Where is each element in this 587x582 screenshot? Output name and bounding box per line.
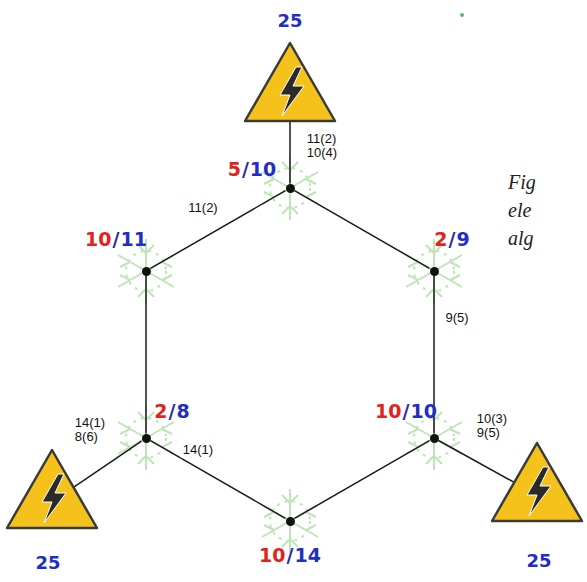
power-symbol (4, 446, 100, 532)
node-values: 10/10 (375, 402, 437, 421)
node-value: / (241, 158, 250, 180)
edge-label: 11(2) 10(4) (305, 131, 339, 162)
power-line (295, 441, 430, 519)
power-line (151, 191, 286, 269)
power-source: 25 (270, 77, 310, 113)
supply-value: 25 (526, 550, 551, 571)
power-line (289, 113, 291, 184)
node-values: 10/14 (259, 546, 321, 565)
network-node: 10/10 (430, 434, 439, 443)
power-line (151, 441, 286, 519)
network-node: 2/9 (430, 267, 439, 276)
node-values: 2/9 (434, 230, 469, 249)
node-values: 10/11 (85, 230, 147, 249)
network-node: 10/11 (142, 267, 151, 276)
edge-label: 11(2) (186, 200, 219, 216)
node-value: / (112, 228, 121, 250)
network-node: 5/10 (286, 184, 295, 193)
node-value: 10 (410, 400, 436, 422)
network-node: 2/8 (142, 434, 151, 443)
node-value: 14 (294, 544, 320, 566)
figure-caption: Fig ele alg (508, 168, 536, 252)
node-value: 2 (154, 400, 167, 422)
network-node: 10/14 (286, 517, 295, 526)
node-value: 11 (120, 228, 146, 250)
node-value: 10 (259, 544, 285, 566)
edge-label: 14(1) 8(6) (73, 415, 107, 446)
edge-label: 14(1) (181, 442, 215, 458)
node-value: / (168, 400, 177, 422)
power-source: 25 (32, 484, 72, 520)
power-line (295, 191, 430, 269)
power-line (72, 441, 142, 488)
node-values: 2/8 (154, 402, 189, 421)
power-symbol (489, 439, 585, 525)
node-value: 10 (85, 228, 111, 250)
power-source: 25 (517, 477, 557, 513)
node-value: 2 (434, 228, 447, 250)
node-value: 5 (228, 158, 241, 180)
power-line (145, 276, 147, 434)
node-value: / (286, 544, 295, 566)
node-value: 9 (456, 228, 469, 250)
node-value: 10 (250, 158, 276, 180)
supply-value: 25 (277, 10, 302, 31)
power-line (439, 441, 518, 484)
node-value: / (448, 228, 457, 250)
power-symbol (242, 39, 338, 125)
node-value: 10 (375, 400, 401, 422)
supply-value: 25 (35, 552, 60, 573)
edge-label: 9(5) (443, 310, 470, 326)
node-value: 8 (176, 400, 189, 422)
edge-label: 10(3) 9(5) (475, 411, 509, 442)
node-value: / (402, 400, 411, 422)
node-values: 5/10 (228, 160, 277, 179)
